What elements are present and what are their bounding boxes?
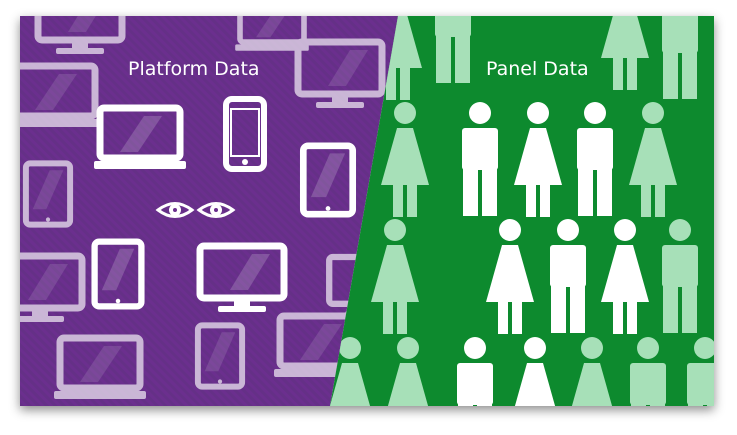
- platform-data-title: Platform Data: [128, 58, 260, 80]
- panel-data-title: Panel Data: [486, 58, 589, 80]
- platform-data-panel: [20, 16, 398, 406]
- split-illustration: [20, 16, 714, 406]
- slide: Platform Data Panel Data: [20, 16, 714, 406]
- panel-data-panel: [330, 16, 714, 406]
